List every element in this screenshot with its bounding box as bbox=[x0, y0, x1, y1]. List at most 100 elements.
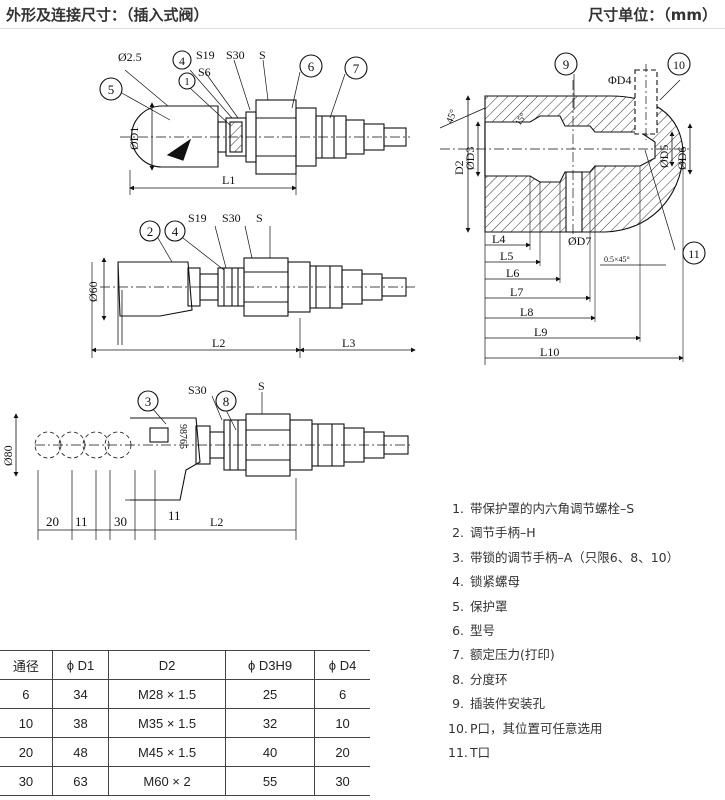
l1-label: L1 bbox=[222, 173, 235, 187]
d2-label: D2 bbox=[452, 160, 466, 175]
d5-label: ØD5 bbox=[657, 145, 671, 168]
callout-3-text: 3 bbox=[145, 394, 152, 409]
table-cell: 40 bbox=[224, 737, 316, 767]
table-cell: 10 bbox=[314, 708, 370, 738]
table-cell: 30 bbox=[314, 766, 370, 796]
legend-item: 8.分度环 bbox=[452, 671, 508, 687]
table-cell: M35 × 1.5 bbox=[108, 708, 226, 738]
table-cell: 25 bbox=[224, 679, 316, 709]
l4-label: L4 bbox=[492, 232, 505, 246]
parts-legend: 1.带保护罩的内六角调节螺栓–S 2.调节手柄–H 3.带锁的调节手柄–A（只限… bbox=[448, 497, 679, 765]
chamfer-label: 0.5×45° bbox=[604, 255, 630, 264]
dim-20-label: 20 bbox=[46, 514, 59, 529]
legend-item: 10.P口，其位置可任意选用 bbox=[448, 720, 603, 736]
unit-label: 尺寸单位：（mm） bbox=[588, 6, 717, 24]
table-cell: 10 bbox=[0, 708, 53, 738]
callout-5 bbox=[99, 77, 123, 101]
dim-11a-label: 11 bbox=[75, 514, 88, 529]
table-header-row: 通径 ϕ D1 D2 ϕ D3H9 ϕ D4 bbox=[0, 650, 370, 680]
table-cell: 6 bbox=[0, 679, 53, 709]
table-cell: 30 bbox=[0, 766, 53, 796]
page-title: 外形及连接尺寸：（插入式阀） bbox=[6, 6, 209, 24]
column-header: D2 bbox=[108, 650, 226, 680]
dim-11b-label: 11 bbox=[168, 508, 181, 523]
table-cell: 63 bbox=[51, 766, 110, 796]
s30-label-mid: S30 bbox=[222, 211, 241, 225]
l10-label: L10 bbox=[540, 345, 559, 359]
l3-label: L3 bbox=[342, 336, 355, 350]
table-row: 20 48 M45 × 1.5 40 20 bbox=[0, 737, 370, 767]
dim-30-label: 30 bbox=[114, 514, 127, 529]
callout-5-text: 5 bbox=[108, 82, 115, 97]
legend-item: 1.带保护罩的内六角调节螺栓–S bbox=[452, 501, 635, 516]
table-cell: 34 bbox=[51, 679, 110, 709]
cavity-section bbox=[439, 64, 693, 365]
table-cell: M60 × 2 bbox=[108, 766, 226, 796]
s19-label-mid: S19 bbox=[188, 211, 207, 225]
callout-2 bbox=[139, 220, 161, 242]
callout-7 bbox=[344, 56, 368, 80]
table-cell: 20 bbox=[0, 737, 53, 767]
column-header: ϕ D1 bbox=[51, 650, 110, 680]
callout-10-text: 10 bbox=[673, 58, 685, 72]
callout-1-text: 1 bbox=[184, 76, 190, 88]
d60-label: Ø60 bbox=[86, 281, 100, 302]
table-row: 6 34 M28 × 1.5 25 6 bbox=[0, 679, 370, 709]
d1-label: ØD1 bbox=[127, 127, 141, 150]
callout-9-text: 9 bbox=[563, 57, 570, 72]
legend-item: 9.插装件安装孔 bbox=[452, 696, 546, 712]
table-cell: 6 bbox=[314, 679, 370, 709]
callout-4-top-text: 4 bbox=[179, 54, 185, 68]
l5-label: L5 bbox=[500, 249, 513, 263]
dia-2-5-label: Ø2.5 bbox=[118, 50, 142, 64]
dimension-table: 通径 ϕ D1 D2 ϕ D3H9 ϕ D4 6 34 M28 × 1.5 25… bbox=[0, 650, 370, 796]
column-header: ϕ D4 bbox=[314, 650, 370, 680]
callout-10 bbox=[667, 52, 691, 76]
legend-item: 4.锁紧螺母 bbox=[452, 574, 521, 590]
callout-8 bbox=[215, 390, 237, 412]
legend-item: 5.保护罩 bbox=[452, 598, 508, 614]
d6-label: ØD6 bbox=[675, 147, 689, 170]
legend-item: 3.带锁的调节手柄–A（只限6、8、10） bbox=[452, 549, 680, 565]
callout-7-text: 7 bbox=[353, 61, 360, 76]
table-cell: 38 bbox=[51, 708, 110, 738]
callout-8-text: 8 bbox=[223, 394, 230, 409]
table-cell: 20 bbox=[314, 737, 370, 767]
d7-label: ØD7 bbox=[568, 234, 591, 248]
table-cell: M45 × 1.5 bbox=[108, 737, 226, 767]
d4-label: ΦD4 bbox=[608, 73, 631, 87]
l7-label: L7 bbox=[510, 285, 523, 299]
valve-view-2 bbox=[91, 225, 416, 358]
column-header: ϕ D3H9 bbox=[224, 650, 316, 680]
callout-11 bbox=[682, 241, 706, 265]
l2-label-mid: L2 bbox=[212, 336, 225, 350]
angle-45-label: 45° bbox=[444, 108, 459, 125]
s-label-mid: S bbox=[256, 211, 263, 225]
d3-label: ØD3 bbox=[463, 147, 477, 170]
callout-4-mid-text: 4 bbox=[172, 224, 179, 239]
scale-label: 98765 bbox=[177, 424, 188, 449]
table-cell: 55 bbox=[224, 766, 316, 796]
l6-label: L6 bbox=[506, 266, 519, 280]
callout-9 bbox=[554, 52, 578, 76]
table-row: 30 63 M60 × 2 55 30 bbox=[0, 766, 370, 796]
d80-label: Ø80 bbox=[1, 445, 15, 466]
callout-2-text: 2 bbox=[147, 224, 154, 239]
s6-label: S6 bbox=[198, 65, 211, 79]
legend-item: 7.额定压力(打印) bbox=[452, 647, 555, 663]
legend-item: 6.型号 bbox=[452, 622, 496, 638]
valve-view-1 bbox=[119, 59, 410, 195]
s19-label-top: S19 bbox=[196, 48, 215, 62]
callout-6-text: 6 bbox=[308, 59, 315, 74]
callout-4-mid bbox=[164, 220, 186, 242]
l2-label-bottom: L2 bbox=[210, 515, 223, 529]
legend-item: 11.T口 bbox=[448, 744, 491, 760]
table-row: 10 38 M35 × 1.5 32 10 bbox=[0, 708, 370, 738]
legend-item: 2.调节手柄–H bbox=[452, 525, 536, 541]
l9-label: L9 bbox=[534, 325, 547, 339]
valve-view-3 bbox=[13, 392, 410, 540]
table-cell: M28 × 1.5 bbox=[108, 679, 226, 709]
callout-1 bbox=[178, 72, 196, 90]
s-label-top: S bbox=[259, 48, 266, 62]
